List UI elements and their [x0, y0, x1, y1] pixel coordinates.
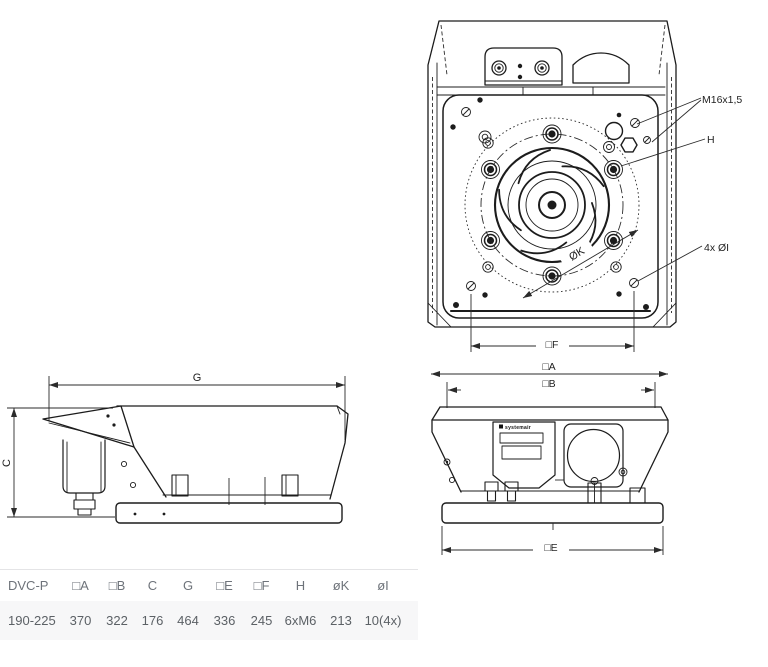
motor-dome [572, 52, 630, 84]
roof-band [436, 86, 666, 96]
dim-e-label: □E [544, 542, 557, 554]
cable-gland-side [73, 492, 96, 516]
table-header-row: DVC-P □A □B C G □E □F H øK øI [0, 570, 418, 601]
table-header-cell: øI [377, 578, 389, 593]
fan-body-side [116, 405, 349, 500]
table-cell: 370 [69, 613, 92, 628]
outer-housing [427, 20, 677, 328]
table-header-cell: □F [253, 578, 270, 593]
dimensions-table: DVC-P □A □B C G □E □F H øK øI 190-225 37… [0, 569, 418, 640]
table-header-cell: øK [332, 578, 350, 593]
dim-g-label: G [193, 372, 202, 384]
base-frame-side [115, 502, 343, 524]
terminal-box [484, 47, 563, 86]
table-row: 190-225 370 322 176 464 336 245 6xM6 213… [0, 601, 418, 640]
mounting-feet-side [171, 474, 299, 505]
brand-logo-text: systemair [505, 425, 531, 431]
front-view-drawing: □A □B systemair [431, 361, 669, 555]
side-view-drawing: G C [1, 372, 349, 524]
table-header-cell: DVC-P [8, 578, 49, 593]
dimension-g: G [48, 372, 346, 440]
table-header-cell: H [295, 578, 306, 593]
table-cell: 213 [330, 613, 352, 628]
dimension-f: □F [470, 291, 635, 352]
dim-a-label: □A [542, 361, 555, 373]
dim-c-label: C [1, 459, 13, 467]
dimension-b: □B [446, 378, 656, 408]
junction-box [62, 439, 106, 494]
base-frame [441, 502, 664, 530]
cable-entry-knockouts [603, 112, 651, 153]
dimension-a: □A [431, 361, 668, 377]
cable-glands [484, 481, 519, 502]
table-cell: 176 [141, 613, 164, 628]
table-header-cell: G [182, 578, 194, 593]
dimension-e: □E [441, 526, 664, 555]
fan-impeller [464, 117, 640, 293]
table-header-cell: □B [108, 578, 126, 593]
thread-size-label: M16x1,5 [702, 94, 742, 106]
dim-f-label: □F [546, 339, 559, 351]
table-cell: 322 [106, 613, 128, 628]
table-cell: 245 [250, 613, 273, 628]
corner-fixing-holes [450, 97, 639, 298]
table-cell: 190-225 [8, 613, 56, 628]
bolt-callout-label: H [707, 134, 715, 146]
dimension-bolt-circle: ØK [522, 229, 639, 299]
outlet-port-panel [555, 423, 624, 488]
callouts: M16x1,5 H 4x ØI [620, 94, 742, 282]
dimension-c: C [1, 407, 115, 518]
table-cell: 464 [177, 613, 199, 628]
label-panel: systemair [492, 421, 556, 489]
dim-b-label: □B [542, 378, 555, 390]
table-cell: 336 [213, 613, 236, 628]
table-header-cell: C [147, 578, 158, 593]
table-header-cell: □E [216, 578, 233, 593]
table-header-cell: □A [72, 578, 89, 593]
table-cell: 10(4x) [364, 613, 402, 628]
top-view-drawing: ØK □F M16x1,5 H 4x ØI [427, 20, 742, 352]
fixing-holes-label: 4x ØI [704, 242, 729, 254]
mounting-plate [442, 94, 659, 319]
weather-hood [42, 405, 135, 448]
table-cell: 6xM6 [284, 613, 317, 628]
